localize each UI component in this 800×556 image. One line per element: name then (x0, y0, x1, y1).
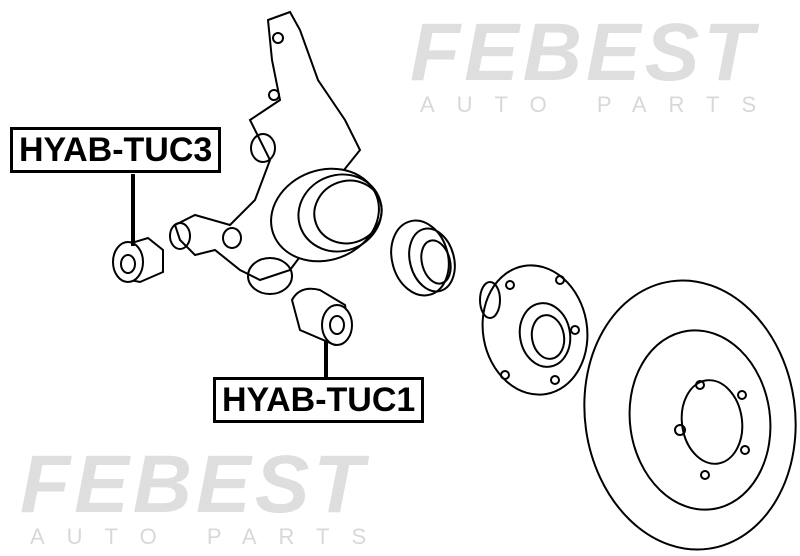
leader-line-tuc3 (131, 174, 135, 246)
wheel-bearing (390, 219, 456, 297)
steering-knuckle (169, 10, 383, 295)
part-label-tuc1[interactable]: HYAB-TUC1 (213, 377, 425, 423)
part-label-tuc3[interactable]: HYAB-TUC3 (10, 127, 222, 173)
bushing-tuc1 (290, 287, 353, 347)
wheel-hub (479, 264, 589, 396)
leader-line-tuc1 (324, 340, 328, 380)
bushing-tuc3 (112, 236, 164, 284)
brake-disc (583, 279, 797, 551)
